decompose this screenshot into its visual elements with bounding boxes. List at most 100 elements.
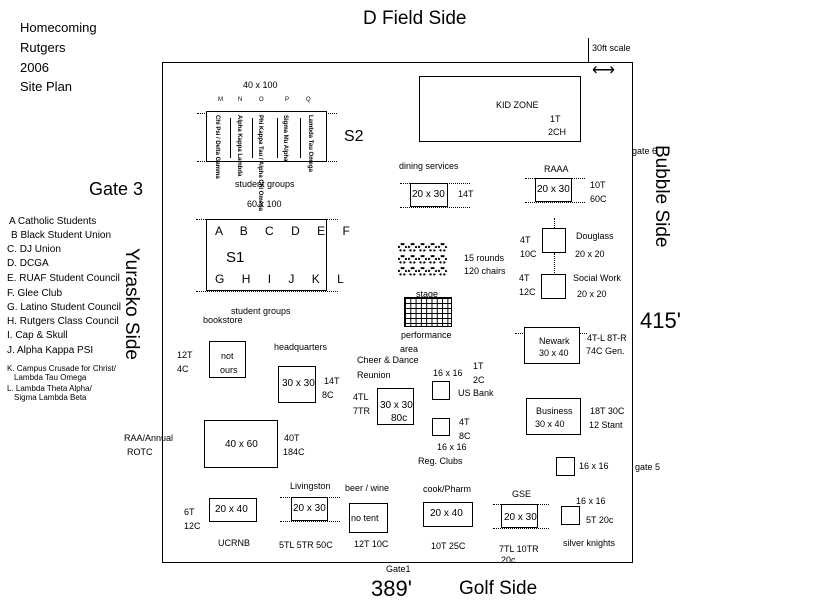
round-table-icon <box>398 267 407 276</box>
business-tent[interactable]: Business 30 x 40 <box>526 398 581 435</box>
cookpharm-dims: 20 x 40 <box>430 508 463 519</box>
gate-3-label: Gate 3 <box>89 179 144 199</box>
beerwine-counts: 12T 10C <box>354 539 389 549</box>
livingston-dotted-guide <box>280 521 340 522</box>
douglass-tent[interactable] <box>542 228 566 253</box>
gse-tent[interactable]: 20 x 30 <box>501 504 538 528</box>
cookpharm-tent[interactable]: 20 x 40 <box>423 502 473 527</box>
legend-item: G. Latino Student Council <box>7 302 121 313</box>
s2-col-o-name: Phi Kappa Tau / Alpha Chi Omega <box>257 115 263 212</box>
raaa-dims: 20 x 30 <box>537 184 570 195</box>
dining-dims: 20 x 30 <box>412 189 445 200</box>
raa-rotc-tables: 40T <box>284 433 300 443</box>
socialwork-tent[interactable] <box>541 274 566 299</box>
bookstore-tent[interactable]: not ours <box>209 341 246 378</box>
raaa-tent[interactable]: 20 x 30 <box>535 178 572 202</box>
kidzone-area[interactable]: KID ZONE 1T 2CH <box>419 76 581 142</box>
s2-divider <box>300 118 301 158</box>
regclubs-tent[interactable] <box>432 418 450 436</box>
legend-item: Sigma Lambda Beta <box>14 393 87 402</box>
legend-item: D. DCGA <box>7 258 49 269</box>
business-dims: 30 x 40 <box>535 419 565 429</box>
ucrnb-name: UCRNB <box>218 538 251 548</box>
stage-caption-2: area <box>400 344 419 354</box>
s1-bottom-row: G H I J K L <box>215 273 351 285</box>
headquarters-dims: 30 x 30 <box>282 378 315 389</box>
beerwine-area[interactable]: no tent <box>349 503 388 533</box>
s2-letter-o: O <box>259 97 264 103</box>
usbank-name: US Bank <box>458 388 494 398</box>
s1-tent[interactable]: A B C D E F S1 G H I J K L <box>206 219 350 291</box>
ucrnb-tables: 6T <box>184 507 195 517</box>
s2-letter-m: M <box>218 97 223 103</box>
legend-item: E. RUAF Student Council <box>7 273 120 284</box>
title-line-1: Homecoming <box>20 20 97 35</box>
ucrnb-chairs: 12C <box>184 521 201 531</box>
s1-booth-l[interactable]: L <box>337 272 351 286</box>
s1-booth-f[interactable]: F <box>342 224 357 238</box>
s1-booth-h[interactable]: H <box>241 272 258 286</box>
socialwork-dims: 20 x 20 <box>577 289 607 299</box>
stage-grid[interactable] <box>404 297 452 327</box>
right-side-label: Bubble Side <box>651 145 672 248</box>
gse-name: GSE <box>512 489 532 499</box>
douglass-dims: 20 x 20 <box>575 249 605 259</box>
right-length-label: 415' <box>640 308 681 333</box>
s1-booth-b[interactable]: B <box>239 224 255 238</box>
legend-item: H. Rutgers Class Council <box>7 316 119 327</box>
raaa-chairs: 60C <box>590 194 607 204</box>
cheer-tent[interactable]: 30 x 30 80c <box>377 388 414 425</box>
headquarters-tables: 14T <box>324 376 340 386</box>
livingston-tent[interactable]: 20 x 30 <box>291 497 328 521</box>
ucrnb-tent[interactable]: 20 x 40 <box>209 498 257 522</box>
small-tent-right[interactable] <box>556 457 575 476</box>
douglass-chairs: 10C <box>520 249 537 259</box>
dining-tent[interactable]: 20 x 30 <box>410 183 448 207</box>
raaa-name: RAAA <box>544 164 569 174</box>
cookpharm-name: cook/Pharm <box>423 484 472 494</box>
cheer-name-2: Reunion <box>357 370 391 380</box>
stage-name: stage <box>416 289 439 299</box>
s1-booth-j[interactable]: J <box>288 272 302 286</box>
s1-booth-e[interactable]: E <box>317 224 333 238</box>
regclubs-chairs: 8C <box>459 431 471 441</box>
kidzone-chairs: 2CH <box>548 127 567 137</box>
headquarters-tent[interactable]: 30 x 30 <box>278 366 316 403</box>
round-table-icon <box>428 267 437 276</box>
cheer-chairs: 80c <box>391 413 408 424</box>
cheer-dims: 30 x 30 <box>380 400 413 411</box>
round-table-icon <box>428 243 437 252</box>
douglass-tables: 4T <box>520 235 531 245</box>
beerwine-text: no tent <box>351 513 379 523</box>
usbank-tables: 1T <box>473 361 484 371</box>
title-line-3: 2006 <box>20 60 49 75</box>
top-side-label: D Field Side <box>363 8 467 29</box>
s1-caption: student groups <box>231 306 291 316</box>
legend-item: B Black Student Union <box>11 230 112 241</box>
regclubs-tables: 4T <box>459 417 470 427</box>
title-line-4: Site Plan <box>20 79 73 94</box>
s1-booth-k[interactable]: K <box>311 272 327 286</box>
livingston-name: Livingston <box>290 481 331 491</box>
s2-tent[interactable]: Chi Psi / Delta Gamma Alpha Kappa Lambda… <box>206 111 327 211</box>
business-name: Business <box>536 406 573 416</box>
legend-item: Lambda Tau Omega <box>14 373 87 382</box>
regclubs-dims: 16 x 16 <box>437 442 467 452</box>
silverknights-tent[interactable] <box>561 506 580 525</box>
s1-booth-a[interactable]: A <box>215 224 230 238</box>
raa-rotc-tent[interactable]: 40 x 60 <box>204 420 278 468</box>
usbank-tent[interactable] <box>432 381 450 400</box>
rounds-chairs-label: 120 chairs <box>464 266 506 276</box>
cheer-left-1: 4TL <box>353 392 369 402</box>
legend-item: F. Glee Club <box>7 288 63 299</box>
bookstore-chairs: 4C <box>177 364 189 374</box>
s1-booth-i[interactable]: I <box>267 272 279 286</box>
business-line1: 18T 30C <box>590 406 625 416</box>
newark-tent[interactable]: Newark 30 x 40 <box>524 327 580 364</box>
s1-booth-d[interactable]: D <box>291 224 307 238</box>
s1-booth-g[interactable]: G <box>215 272 232 286</box>
s1-booth-c[interactable]: C <box>265 224 281 238</box>
s1-dims: 60 x 100 <box>247 199 282 209</box>
s2-col-p-name: Sigma Mu Alpha <box>282 115 288 162</box>
bookstore-text2: ours <box>220 365 238 375</box>
